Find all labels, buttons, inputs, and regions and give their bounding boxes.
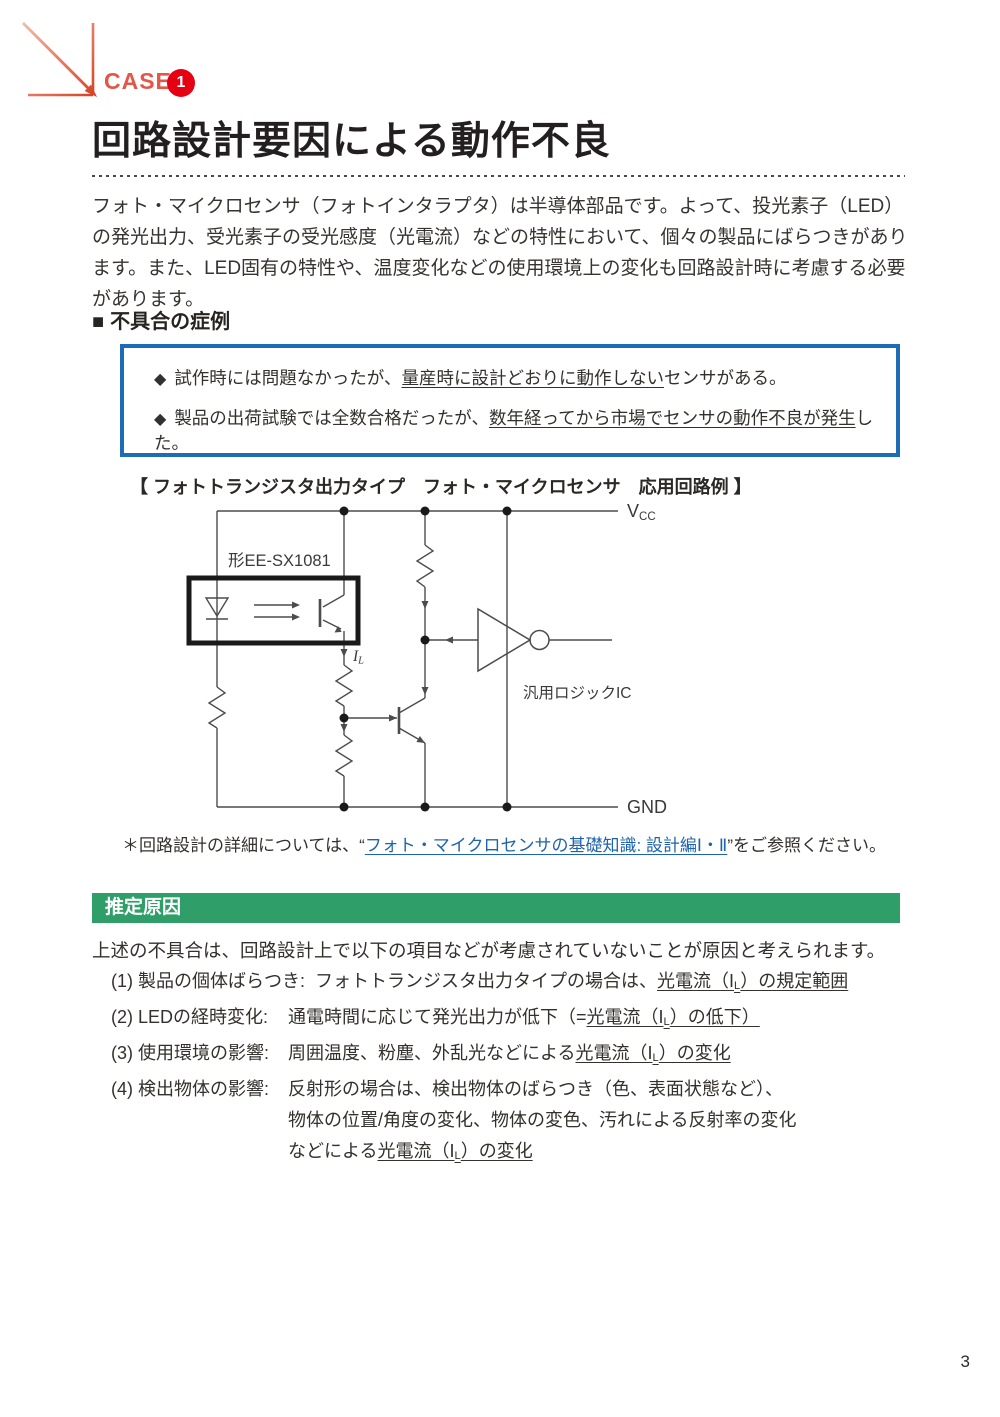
cause-item: (4) 検出物体の影響: 反射形の場合は、検出物体のばらつき（色、表面状態など）… xyxy=(111,1074,911,1172)
cause-item-desc: 通電時間に応じて発光出力が低下（=光電流（IL）の低下） xyxy=(288,1007,760,1028)
vcc-label: VCC xyxy=(627,501,656,523)
symptom-item: ◆ 試作時には問題なかったが、量産時に設計どおりに動作しないセンサがある。 xyxy=(154,365,876,390)
cause-item-head: (4) 検出物体の影響: xyxy=(111,1079,270,1099)
sensor-model-label: 形EE-SX1081 xyxy=(228,551,331,570)
emission-arrows-icon xyxy=(254,604,292,618)
cause-item-head: (3) 使用環境の影響: xyxy=(111,1043,270,1063)
diamond-bullet-icon: ◆ xyxy=(154,411,167,428)
cause-item: (1) 製品の個体ばらつき: フォトトランジスタ出力タイプの場合は、光電流（IL… xyxy=(111,966,911,1002)
basics-design-guide-link[interactable]: フォト・マイクロセンサの基礎知識: 設計編Ⅰ・Ⅱ xyxy=(364,836,728,855)
junction-dots xyxy=(339,506,512,812)
resistor xyxy=(334,734,354,777)
cause-item: (3) 使用環境の影響: 周囲温度、粉塵、外乱光などによる光電流（IL）の変化 xyxy=(111,1038,911,1074)
symptoms-heading: ■不具合の症例 xyxy=(92,305,230,334)
cause-item-head: (1) 製品の個体ばらつき: xyxy=(111,971,306,991)
inverter-gate-icon xyxy=(477,607,550,673)
symptom-text: 試作時には問題なかったが、量産時に設計どおりに動作しないセンサがある。 xyxy=(174,368,787,388)
footnote: ＊回路設計の詳細については、“フォト・マイクロセンサの基礎知識: 設計編Ⅰ・Ⅱ”… xyxy=(122,836,886,855)
square-marker-icon: ■ xyxy=(92,311,105,333)
cause-item: (2) LEDの経時変化: 通電時間に応じて発光出力が低下（=光電流（IL）の低… xyxy=(111,1002,911,1038)
diamond-bullet-icon: ◆ xyxy=(154,371,167,388)
case-number-badge: 1 xyxy=(167,69,195,97)
title-divider xyxy=(92,175,905,177)
cause-heading-bar: 推定原因 xyxy=(92,893,900,923)
symptoms-heading-label: 不具合の症例 xyxy=(110,311,231,333)
cause-intro: 上述の不具合は、回路設計上で以下の項目などが考慮されていないことが原因と考えられ… xyxy=(92,940,886,961)
cause-item-desc: フォトトランジスタ出力タイプの場合は、光電流（IL）の規定範囲 xyxy=(315,971,849,992)
resistor xyxy=(207,686,227,729)
logic-ic-label: 汎用ロジックIC xyxy=(523,684,632,702)
page-number: 3 xyxy=(960,1352,970,1371)
il-current-label: IL xyxy=(352,648,364,667)
circuit-diagram: 形EE-SX1081 VCC GND IL 汎用ロジックIC xyxy=(186,501,667,817)
symptom-text: 製品の出荷試験では全数合格だったが、数年経ってから市場でセンサの動作不良が発生し… xyxy=(154,408,874,453)
symptom-item: ◆製品の出荷試験では全数合格だったが、数年経ってから市場でセンサの動作不良が発生… xyxy=(154,405,876,455)
gnd-label: GND xyxy=(627,797,667,817)
resistor xyxy=(415,544,435,588)
page-title: 回路設計要因による動作不良 xyxy=(92,120,611,163)
symptoms-box: ◆試作時には問題なかったが、量産時に設計どおりに動作しないセンサがある。 ◆製品… xyxy=(120,344,900,457)
current-arrows xyxy=(292,601,453,743)
case-label: CASE xyxy=(104,68,172,94)
cause-item-desc: 周囲温度、粉塵、外乱光などによる光電流（IL）の変化 xyxy=(288,1043,731,1064)
led-icon xyxy=(204,597,230,620)
sensor-package-box xyxy=(186,575,361,646)
cause-item-head: (2) LEDの経時変化: xyxy=(111,1007,269,1027)
cause-item-desc: 反射形の場合は、検出物体のばらつき（色、表面状態など）、物体の位置/角度の変化、… xyxy=(288,1079,797,1162)
intro-paragraph: フォト・マイクロセンサ（フォトインタラプタ）は半導体部品です。よって、投光素子（… xyxy=(92,196,908,310)
cause-list: (1) 製品の個体ばらつき: フォトトランジスタ出力タイプの場合は、光電流（IL… xyxy=(111,966,911,1172)
figure-caption: 【 フォトトランジスタ出力タイプ フォト・マイクロセンサ 応用回路例 】 xyxy=(130,477,752,497)
resistor xyxy=(334,664,354,707)
corner-arrow-graphic xyxy=(22,22,97,97)
